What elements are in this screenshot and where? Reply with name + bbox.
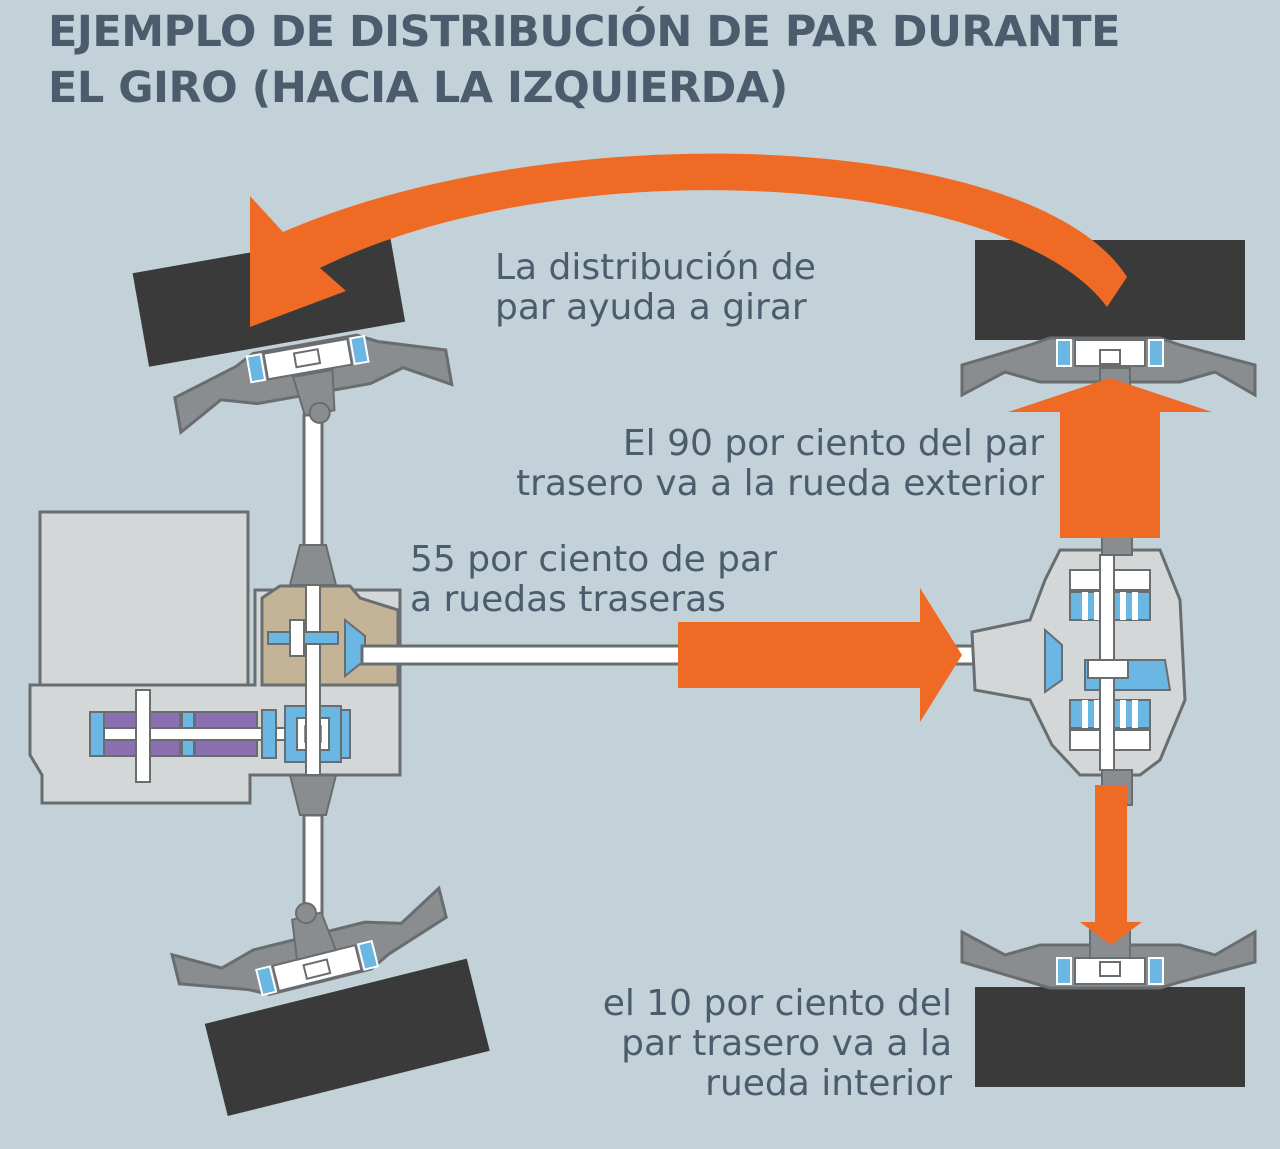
torque-arrow-rear-outer <box>1008 378 1212 538</box>
label-rear-split-line-1: 55 por ciento de par <box>410 539 777 580</box>
rear-inner-wheel <box>960 929 1257 1087</box>
front-right-tire <box>204 958 490 1117</box>
title-line-1: EJEMPLO DE DISTRIBUCIÓN DE PAR DURANTE <box>48 7 1121 57</box>
label-turn-help-line-1: La distribución de <box>495 247 816 288</box>
label-rear-inner-line-1: el 10 por ciento del <box>602 983 952 1024</box>
torque-arrow-rear-inner <box>1080 785 1142 945</box>
rear-inner-tire <box>975 987 1245 1087</box>
label-rear-split: 55 por ciento de par a ruedas traseras <box>410 540 777 620</box>
label-rear-outer: El 90 por ciento del par trasero va a la… <box>516 424 1044 504</box>
label-rear-split-line-2: a ruedas traseras <box>410 579 726 620</box>
label-rear-inner: el 10 por ciento del par trasero va a la… <box>603 984 952 1104</box>
label-rear-outer-line-1: El 90 por ciento del par <box>622 423 1044 464</box>
title-line-2: EL GIRO (HACIA LA IZQUIERDA) <box>48 63 788 113</box>
label-turn-help: La distribución de par ayuda a girar <box>495 248 816 328</box>
front-right-wheel <box>170 885 490 1117</box>
rear-drive-unit <box>970 519 1187 806</box>
ptu-gears <box>267 617 366 679</box>
diagram-title: EJEMPLO DE DISTRIBUCIÓN DE PAR DURANTE E… <box>48 4 1121 116</box>
label-rear-outer-line-2: trasero va a la rueda exterior <box>515 463 1044 504</box>
front-axle <box>288 413 338 917</box>
label-rear-inner-line-3: rueda interior <box>705 1063 952 1104</box>
torque-arrow-to-rear <box>678 588 962 722</box>
label-rear-inner-line-2: par trasero va a la <box>621 1023 952 1064</box>
label-turn-help-line-2: par ayuda a girar <box>495 287 807 328</box>
turning-arc-arrow <box>250 153 1127 327</box>
